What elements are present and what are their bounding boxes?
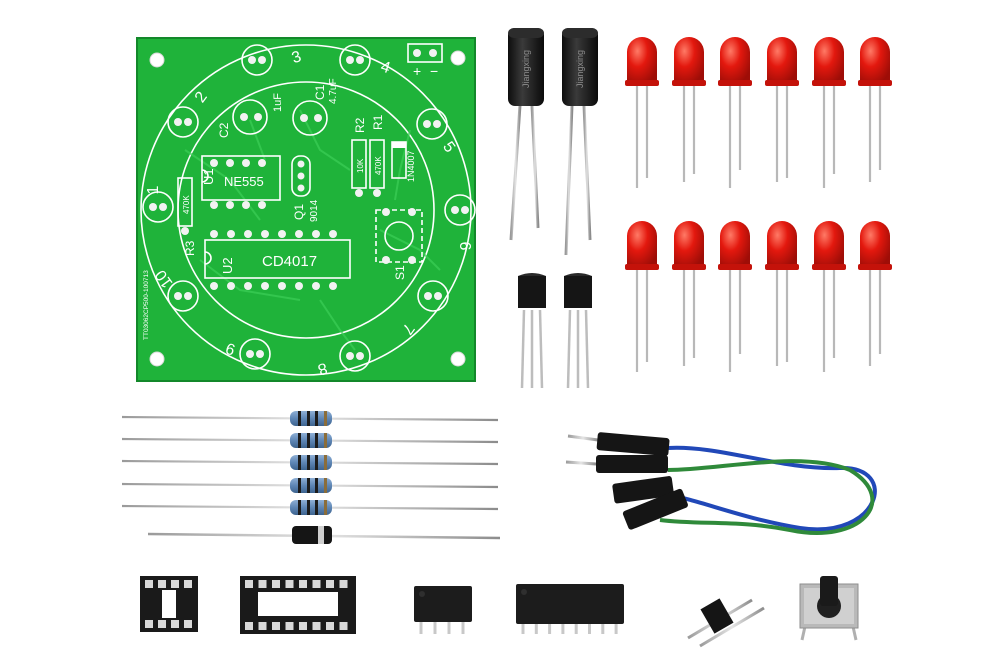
dip16-ic	[516, 584, 624, 634]
capacitor-print: Jiangxing	[575, 50, 585, 88]
led-footprint	[339, 340, 371, 372]
capacitor-2: Jiangxing	[562, 28, 598, 256]
female-connector-1	[612, 476, 674, 504]
diode-1n4007	[147, 526, 501, 544]
resistor	[121, 433, 499, 448]
r3-ref: R3	[183, 240, 197, 256]
resistor	[121, 411, 499, 426]
ring-number: 6	[456, 242, 473, 251]
power-minus: −	[430, 63, 438, 79]
red-led	[718, 221, 752, 372]
capacitor-print: Jiangxing	[521, 50, 531, 88]
pcb-board: NE555 U1 CD4017 U2 C2 1uF C1 4.7uF Q1 90…	[136, 37, 476, 382]
led-footprint	[239, 338, 271, 370]
led-footprint	[339, 44, 371, 76]
q1-part: 9014	[309, 199, 320, 222]
c1-value: 4.7uF	[328, 78, 339, 104]
switch-ref: S1	[393, 265, 407, 280]
resistor	[121, 455, 499, 470]
red-led	[765, 221, 799, 366]
c1-ref: C1	[313, 84, 327, 100]
ic2-label: CD4017	[262, 253, 317, 270]
red-led	[858, 221, 892, 366]
led-footprint	[416, 108, 448, 140]
red-led	[858, 37, 892, 182]
led-pads	[142, 44, 476, 372]
power-plus: +	[413, 63, 421, 79]
red-leds	[625, 37, 892, 372]
led-footprint	[444, 194, 476, 226]
r2-value: 10K	[356, 158, 365, 173]
red-led	[625, 37, 659, 188]
red-led	[765, 37, 799, 182]
transistors	[518, 273, 592, 389]
dip8-socket	[140, 576, 198, 632]
u1-label: U1	[201, 168, 216, 185]
r1-ref: R1	[371, 114, 385, 130]
red-led	[812, 37, 846, 188]
pin-header	[687, 598, 765, 648]
transistor-2	[564, 273, 592, 389]
tactile-switch	[799, 576, 859, 641]
c2-ref: C2	[217, 122, 231, 138]
male-pin-2	[565, 455, 668, 473]
red-led	[672, 37, 706, 182]
board-code: TT03062CP500-100713	[143, 270, 150, 340]
resistor	[121, 478, 499, 493]
electrolytic-capacitors: Jiangxing Jiangxing	[508, 28, 598, 256]
r1-value: 470K	[374, 156, 383, 175]
diode-label: 1N4007	[406, 150, 416, 182]
led-footprint	[167, 280, 199, 312]
red-led	[672, 221, 706, 366]
capacitor-1: Jiangxing	[508, 28, 544, 241]
led-footprint	[142, 191, 174, 223]
jumper-wire-cable	[565, 432, 877, 535]
u2-label: U2	[220, 257, 235, 274]
ring-number: 1	[145, 185, 162, 194]
red-led	[625, 221, 659, 372]
red-led	[718, 37, 752, 188]
led-footprint	[241, 44, 273, 76]
resistor	[121, 500, 499, 515]
q1-ref: Q1	[292, 204, 306, 220]
dip8-ic	[414, 586, 472, 634]
male-pin-1	[567, 432, 670, 456]
female-connector-2	[622, 488, 688, 530]
led-footprint	[417, 280, 449, 312]
c2-value: 1uF	[272, 93, 284, 112]
transistor-1	[518, 273, 546, 389]
resistors	[121, 411, 499, 515]
led-footprint	[167, 106, 199, 138]
dip16-socket	[240, 576, 356, 634]
r2-ref: R2	[353, 117, 367, 133]
ic1-label: NE555	[224, 174, 264, 189]
red-led	[812, 221, 846, 372]
r3-value: 470K	[182, 195, 191, 214]
